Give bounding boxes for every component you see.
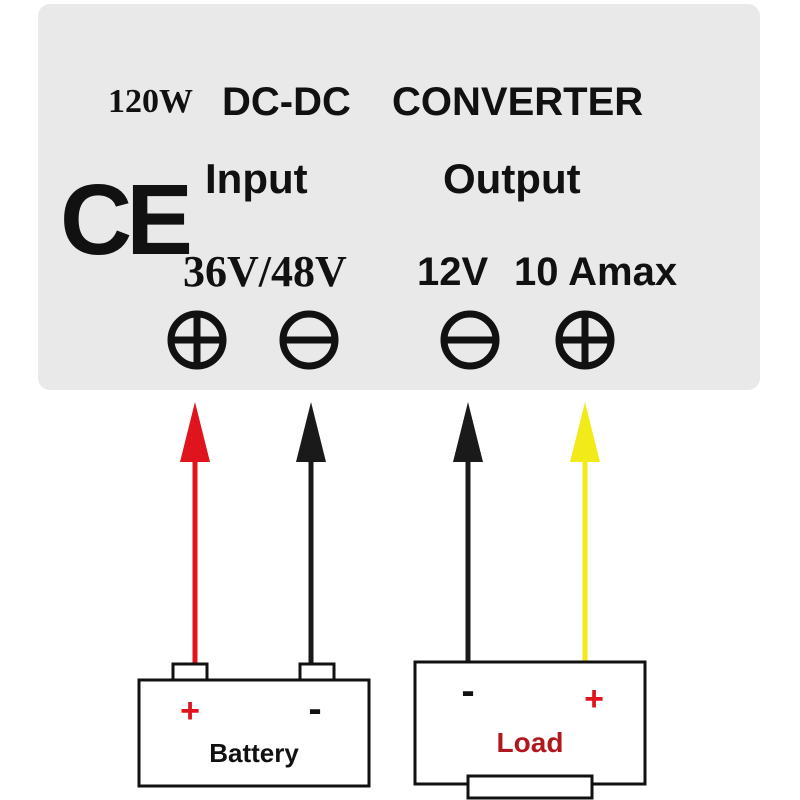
output-positive-wire <box>570 402 600 664</box>
battery-label: Battery <box>209 738 299 768</box>
input-negative-wire <box>296 402 326 668</box>
output-label: Output <box>443 155 581 202</box>
load-symbol: - + Load <box>413 660 647 800</box>
converter-name: CONVERTER <box>392 80 644 124</box>
ce-mark-logo: CE <box>60 164 193 276</box>
output-voltage: 12V <box>417 250 489 294</box>
minus-circle-icon <box>440 310 500 370</box>
output-current: 10 Amax <box>514 250 678 294</box>
converter-label-panel <box>38 4 760 390</box>
input-label: Input <box>205 155 308 202</box>
load-plus-sign: + <box>584 680 604 718</box>
plus-circle-icon <box>555 310 615 370</box>
output-negative-wire <box>453 402 483 664</box>
power-rating: 120W <box>108 83 193 120</box>
load-minus-sign: - <box>461 669 474 713</box>
battery-symbol: + - Battery <box>137 662 371 788</box>
load-label: Load <box>497 727 564 758</box>
converter-type: DC-DC <box>222 80 351 124</box>
battery-minus-sign: - <box>308 687 321 731</box>
input-positive-wire <box>180 402 210 668</box>
input-voltage: 36V/48V <box>183 247 347 296</box>
minus-circle-icon <box>279 310 339 370</box>
battery-plus-sign: + <box>180 692 200 730</box>
plus-circle-icon <box>167 310 227 370</box>
